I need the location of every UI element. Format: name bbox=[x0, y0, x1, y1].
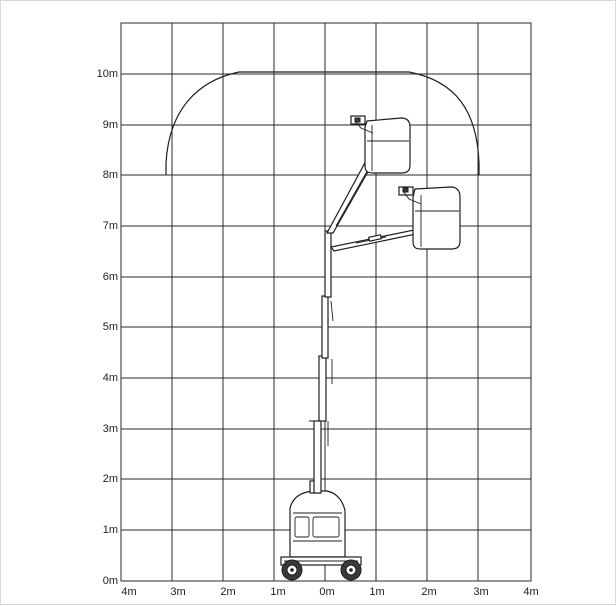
x-tick-1: 3m bbox=[170, 586, 185, 598]
x-tick-8: 4m bbox=[523, 586, 538, 598]
y-tick-0: 0m bbox=[103, 575, 118, 587]
lift-chassis bbox=[280, 490, 362, 566]
x-tick-3: 1m bbox=[270, 586, 285, 598]
y-tick-4: 4m bbox=[103, 372, 118, 384]
y-tick-3: 3m bbox=[103, 423, 118, 435]
platform-raised bbox=[350, 115, 411, 174]
rear-wheel bbox=[340, 559, 362, 581]
y-tick-1: 1m bbox=[103, 524, 118, 536]
y-tick-6: 6m bbox=[103, 271, 118, 283]
y-tick-2: 2m bbox=[103, 473, 118, 485]
y-tick-8: 8m bbox=[103, 169, 118, 181]
y-tick-5: 5m bbox=[103, 321, 118, 333]
aerial-lift-drawing bbox=[280, 115, 461, 581]
grid-border bbox=[120, 22, 532, 582]
y-tick-7: 7m bbox=[103, 220, 118, 232]
telescopic-mast bbox=[309, 230, 334, 494]
x-axis-labels: 4m 3m 2m 1m 0m 1m 2m 3m 4m bbox=[121, 586, 538, 598]
x-tick-7: 3m bbox=[473, 586, 488, 598]
y-tick-9: 9m bbox=[103, 119, 118, 131]
front-wheel bbox=[281, 559, 303, 581]
y-tick-10: 10m bbox=[97, 68, 118, 80]
x-tick-5: 1m bbox=[369, 586, 384, 598]
x-tick-6: 2m bbox=[421, 586, 436, 598]
x-tick-0: 4m bbox=[121, 586, 136, 598]
platform-lowered bbox=[398, 186, 461, 250]
working-envelope-outline bbox=[165, 71, 480, 175]
x-tick-2: 2m bbox=[220, 586, 235, 598]
y-axis-labels: 0m 1m 2m 3m 4m 5m 6m 7m 8m 9m 10m bbox=[97, 68, 118, 587]
x-tick-4: 0m bbox=[319, 586, 334, 598]
